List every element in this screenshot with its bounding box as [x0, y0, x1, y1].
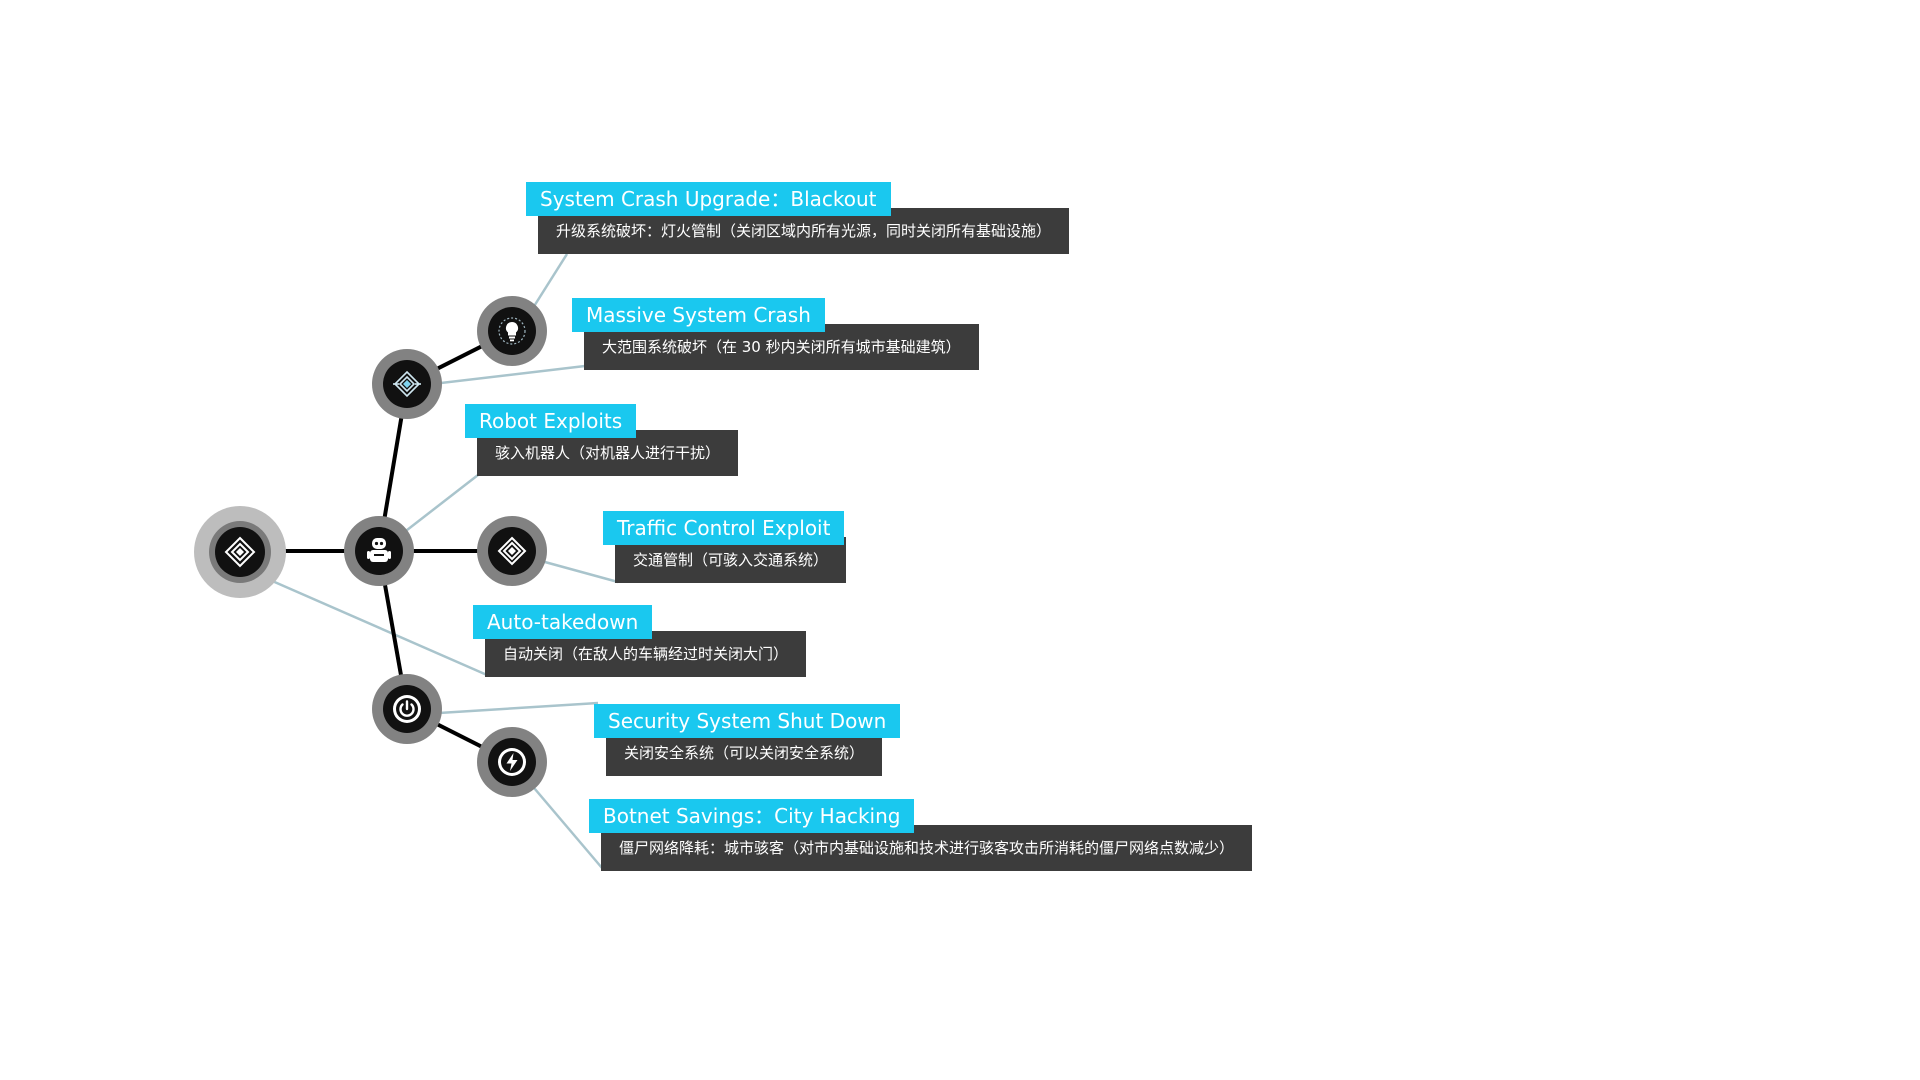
lightbulb-icon: [488, 307, 536, 355]
robot-node[interactable]: [344, 516, 414, 586]
diamond-chip-icon: [488, 527, 536, 575]
skill-title: Auto-takedown: [473, 605, 653, 639]
diamond-chip-icon: [215, 527, 265, 577]
skill-title: Massive System Crash: [572, 298, 825, 332]
massive-crash-node[interactable]: [372, 349, 442, 419]
traffic-node[interactable]: [477, 516, 547, 586]
lightning-icon: [488, 738, 536, 786]
skill-title: Robot Exploits: [465, 404, 637, 438]
skill-title: Security System Shut Down: [594, 704, 901, 738]
security-shutdown-node[interactable]: [372, 674, 442, 744]
botnet-node[interactable]: [477, 727, 547, 797]
diamond-chip-icon: [383, 360, 431, 408]
robot-icon: [355, 527, 403, 575]
skill-title: Traffic Control Exploit: [603, 511, 845, 545]
leader-line-auto-takedown: [269, 578, 488, 677]
skill-title: System Crash Upgrade：Blackout: [526, 182, 891, 216]
blackout-node[interactable]: [477, 296, 547, 366]
skill-description: 自动关闭（在敌人的车辆经过时关闭大门）: [485, 631, 807, 677]
skill-title: Botnet Savings：City Hacking: [589, 799, 915, 833]
power-icon: [383, 685, 431, 733]
root-node[interactable]: [194, 506, 286, 598]
